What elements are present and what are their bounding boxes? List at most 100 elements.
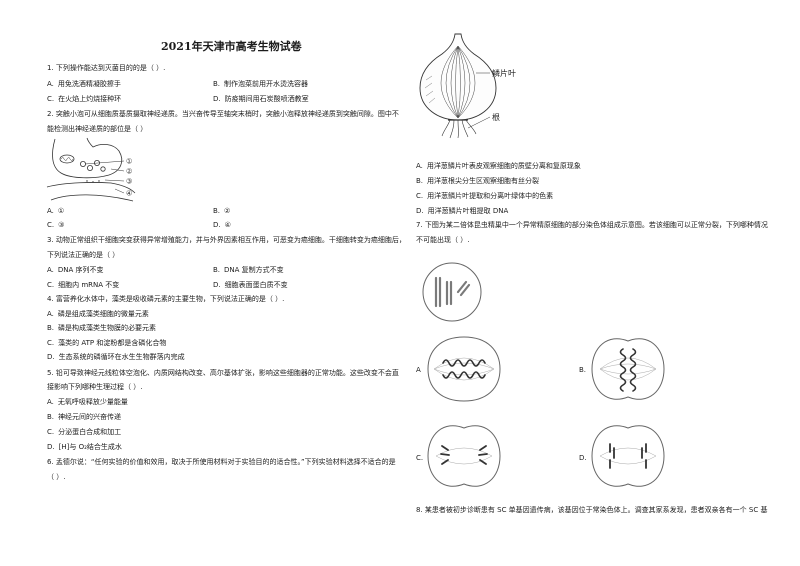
chromosome	[478, 453, 488, 456]
q4-stem-line-1: 4. 富营养化水体中，藻类是吸收磷元素的主要生物，下列说法正确的是（ ）.	[47, 295, 285, 303]
option-text: 藻类的 ATP 和淀粉都是含磷化合物	[58, 339, 167, 347]
cell-outline	[427, 336, 501, 402]
root	[449, 119, 455, 139]
q6-option-c: C.用洋葱鳞片叶提取和分离叶绿体中的色素	[416, 191, 553, 201]
option-text: 防疫期间用石炭酸喷洒教室	[224, 95, 309, 103]
option-text: 用免洗酒精凝胶擦手	[57, 80, 121, 88]
option-text: 无氧呼吸释放少量能量	[57, 398, 128, 406]
synaptic-vesicle	[87, 164, 94, 171]
q7-stem-line-1: 7. 下图为某二倍体昆虫精巢中一个异常精原细胞的部分染色体组成示意图。若该细胞可…	[416, 221, 768, 229]
q7-option-a-cell	[427, 336, 501, 402]
chromosome-column-left	[619, 348, 627, 392]
diagram-label-4: ④	[126, 190, 132, 198]
q2-option-c: C.③	[47, 220, 64, 230]
root	[461, 119, 469, 138]
spindle-fiber	[599, 368, 657, 381]
q8-stem-line-1: 8. 某患者被初步诊断患有 SC 单基因遗传病，该基因位于常染色体上。调查其家系…	[416, 506, 768, 514]
leader-line-3	[104, 179, 125, 182]
synaptic-vesicle	[80, 160, 87, 167]
q3-option-c: C.细胞内 mRNA 不变	[47, 280, 119, 290]
hatch-line	[425, 75, 433, 81]
q7-option-b-cell	[591, 338, 665, 400]
chromosome-column-right	[629, 348, 637, 392]
cell-outline	[422, 262, 482, 322]
option-label: A.	[47, 80, 54, 88]
option-label: A.	[47, 398, 54, 406]
hatch-line	[424, 82, 433, 89]
option-text: 用洋葱鳞片叶粗提取 DNA	[427, 207, 509, 215]
spindle-fiber	[599, 368, 657, 375]
q2-option-b: B.②	[213, 206, 230, 216]
transmitter-dot	[86, 180, 88, 182]
option-text: ②	[224, 207, 231, 215]
option-text: 用洋葱鳞片叶提取和分离叶绿体中的色素	[427, 192, 554, 200]
spindle-fiber	[599, 447, 657, 457]
spindle-fiber	[599, 357, 657, 370]
option-label: B.	[47, 324, 55, 332]
chromosomes	[609, 443, 647, 469]
q7-stem-line-2: 不可能出现（ ）.	[416, 236, 470, 244]
option-label: C.	[47, 95, 55, 103]
scale-line	[457, 45, 466, 119]
chromosomes	[619, 348, 637, 392]
spindle-fiber	[433, 368, 495, 376]
q4-option-c: C.藻类的 ATP 和淀粉都是含磷化合物	[47, 338, 166, 348]
axon-terminal-outline	[52, 137, 123, 179]
scale-line	[457, 45, 471, 119]
diagram-label-2: ②	[126, 168, 132, 176]
option-text: 细胞内 mRNA 不变	[58, 281, 120, 289]
option-text: DNA 复制方式不变	[224, 266, 284, 274]
diagram-label-3: ③	[126, 178, 132, 186]
spindle-fiber	[599, 363, 657, 370]
q6-option-d: D.用洋葱鳞片叶粗提取 DNA	[416, 206, 508, 216]
chromosome	[440, 453, 450, 456]
chromosomes	[440, 445, 488, 465]
q4-option-b: B.磷是构成藻类生物膜的必要元素	[47, 323, 156, 333]
option-text: 神经元间的兴奋传递	[58, 413, 122, 421]
postsynaptic-membrane-upper	[46, 182, 136, 194]
q1-option-c: C.在火焰上灼烧接种环	[47, 94, 121, 104]
option-label: B.	[213, 207, 221, 215]
option-text: 用洋葱鳞片叶表皮观察细胞的质壁分离和复原现象	[426, 162, 581, 170]
option-text: 分泌蛋白合成和加工	[58, 428, 122, 436]
option-label: A.	[47, 207, 54, 215]
hatch-line	[425, 90, 434, 97]
option-text: 细胞表面蛋白质不变	[224, 281, 288, 289]
q7-option-b-label: B.	[579, 366, 587, 374]
option-text: 制作泡菜前用开水烫洗容器	[224, 80, 309, 88]
postsynaptic-membrane	[46, 182, 136, 202]
option-text: 在火焰上灼烧接种环	[58, 95, 122, 103]
option-text: [H]与 O₂结合生成水	[58, 443, 122, 451]
scale-line	[450, 45, 459, 119]
mitochondrion	[59, 154, 75, 164]
q1-option-d: D.防疫期间用石炭酸喷洒教室	[213, 94, 309, 104]
mitochondrion-cristae	[60, 157, 74, 161]
label-root: 根	[492, 112, 500, 122]
cell-outline	[427, 425, 501, 487]
onion-shading-hatch	[424, 75, 436, 104]
q6-stem-line-2: （ ）.	[47, 473, 66, 481]
option-text: DNA 序列不变	[57, 266, 104, 274]
spermatogonium-chromosome-diagram	[422, 262, 482, 322]
chromatid	[456, 280, 468, 294]
option-text: 用洋葱根尖分生区观察细胞有丝分裂	[427, 177, 540, 185]
chromatid	[459, 283, 471, 297]
q2-stem-line-1: 2. 突触小泡可从细胞质基质摄取神经递质。当兴奋传导至轴突末梢时，突触小泡释放神…	[47, 110, 399, 118]
postsynaptic-membrane-lower	[50, 194, 134, 202]
option-label: D.	[213, 95, 221, 103]
q6-option-b: B.用洋葱根尖分生区观察细胞有丝分裂	[416, 176, 539, 186]
option-label: B.	[213, 266, 221, 274]
spindle-fiber	[599, 455, 657, 465]
q7-option-d-label: D.	[579, 454, 587, 462]
option-text: ③	[58, 221, 65, 229]
q3-option-a: A.DNA 序列不变	[47, 265, 104, 275]
option-label: B.	[416, 177, 424, 185]
option-label: C.	[416, 192, 424, 200]
option-label: B.	[213, 80, 221, 88]
option-label: D.	[47, 353, 55, 361]
q3-option-d: D.细胞表面蛋白质不变	[213, 280, 288, 290]
chromosome-row-upper	[442, 359, 486, 367]
option-label: C.	[47, 428, 55, 436]
option-label: B.	[47, 413, 55, 421]
q3-option-b: B.DNA 复制方式不变	[213, 265, 284, 275]
